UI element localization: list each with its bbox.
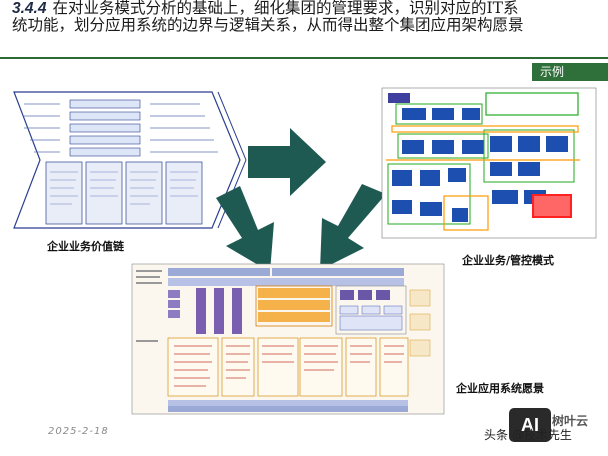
title-divider	[0, 57, 608, 59]
section-number: 3.4.4	[12, 0, 47, 17]
down-arrow-left-icon	[216, 186, 274, 272]
title-text: 在对业务模式分析的基础上，细化集团的管理要求，识别对应的IT系统功能，划分应用系…	[12, 0, 524, 34]
example-tag: 示例	[532, 63, 608, 81]
watermark-brand: 树叶云	[552, 414, 589, 428]
watermark-logo: AI	[509, 408, 551, 442]
control-mode-diagram	[381, 87, 597, 239]
app-vision-caption: 企业应用系统愿景	[456, 382, 544, 395]
control-mode-caption: 企业业务/管控模式	[462, 254, 555, 267]
right-arrow-icon	[248, 128, 326, 196]
app-architecture-diagram	[131, 263, 445, 415]
value-chain-caption: 企业业务价值链	[47, 240, 124, 253]
slide-date: 2025-2-18	[48, 426, 109, 437]
value-chain-diagram	[13, 91, 247, 229]
down-arrow-right-icon	[320, 184, 386, 270]
watermark-source: 头条 @技术先生	[484, 428, 572, 442]
